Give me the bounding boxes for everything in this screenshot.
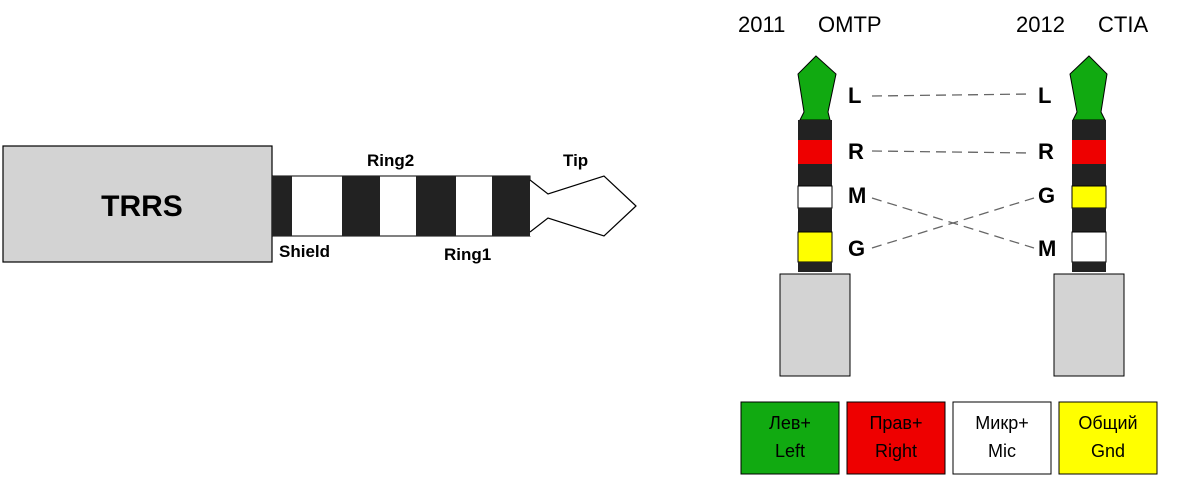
legend-mic-line1: Микр+ [975, 413, 1028, 433]
label-ring2: Ring2 [367, 151, 414, 170]
omtp-pin-3: M [848, 183, 866, 208]
ctia-band [1072, 208, 1106, 232]
plug-tip-outline [529, 175, 637, 237]
omtp-band [798, 120, 832, 140]
plug-body-label: TRRS [101, 190, 183, 223]
legend-left-line2: Left [775, 441, 805, 461]
omtp-pin-1: L [848, 83, 861, 108]
trrs-plug: TRRS Shield Ring2 Ring1 Tip [2, 145, 637, 264]
pin-mapping-lines [871, 93, 1035, 249]
ctia-band [1072, 120, 1106, 140]
ctia-tip-left [1069, 55, 1108, 121]
ctia-year: 2012 [1016, 12, 1065, 37]
ctia-gnd-band [1071, 185, 1107, 209]
omtp-pin-2: R [848, 139, 864, 164]
ctia-pin-3: G [1038, 183, 1055, 208]
shaft-band [342, 176, 380, 236]
plug-body [2, 145, 273, 263]
ctia-pin-4: M [1038, 236, 1056, 261]
omtp-gnd-band [797, 231, 833, 263]
legend-gnd-line1: Общий [1078, 413, 1137, 433]
ctia-band [1072, 164, 1106, 186]
legend-gnd: Общий Gnd [1058, 401, 1158, 475]
omtp-band [798, 262, 832, 272]
legend-right: Прав+ Right [846, 401, 946, 475]
legend-right-line2: Right [875, 441, 917, 461]
ctia-sleeve [1053, 273, 1125, 377]
label-ring1: Ring1 [444, 245, 491, 264]
shaft-band [492, 176, 530, 236]
mapping-line-right [871, 150, 1033, 154]
omtp-right-band [798, 140, 832, 164]
omtp-year: 2011 [738, 12, 785, 37]
omtp-mic-band [797, 185, 833, 209]
omtp-tip-left [797, 55, 837, 121]
legend-right-swatch [846, 401, 946, 475]
shaft-band [416, 176, 456, 236]
ctia-right-band [1072, 140, 1106, 164]
ctia-mic-band [1071, 231, 1107, 263]
label-tip: Tip [563, 151, 588, 170]
legend-mic-swatch [952, 401, 1052, 475]
legend-gnd-swatch [1058, 401, 1158, 475]
plug-shaft [271, 175, 531, 237]
shaft-band [272, 176, 292, 236]
legend-mic-line2: Mic [988, 441, 1016, 461]
legend-mic: Микр+ Mic [952, 401, 1052, 475]
ctia-name: CTIA [1098, 12, 1148, 37]
mapping-line-left [871, 93, 1033, 97]
standards-comparison: 2011 OMTP 2012 CTIA [738, 12, 1158, 475]
omtp-name: OMTP [818, 12, 882, 37]
color-legend: Лев+ Left Прав+ Right Микр+ Mic Общий Gn… [740, 401, 1158, 475]
legend-left-swatch [740, 401, 840, 475]
omtp-sleeve [779, 273, 851, 377]
legend-right-line1: Прав+ [869, 413, 922, 433]
legend-left: Лев+ Left [740, 401, 840, 475]
legend-left-line1: Лев+ [769, 413, 811, 433]
ctia-pin-2: R [1038, 139, 1054, 164]
ctia-connector [1053, 55, 1125, 377]
omtp-band [798, 164, 832, 186]
legend-gnd-line2: Gnd [1091, 441, 1125, 461]
label-shield: Shield [279, 242, 330, 261]
mapping-line-gnd [871, 197, 1035, 249]
ctia-band [1072, 262, 1106, 272]
omtp-connector [779, 55, 851, 377]
ctia-pin-1: L [1038, 83, 1051, 108]
omtp-pin-4: G [848, 236, 865, 261]
omtp-band [798, 208, 832, 232]
